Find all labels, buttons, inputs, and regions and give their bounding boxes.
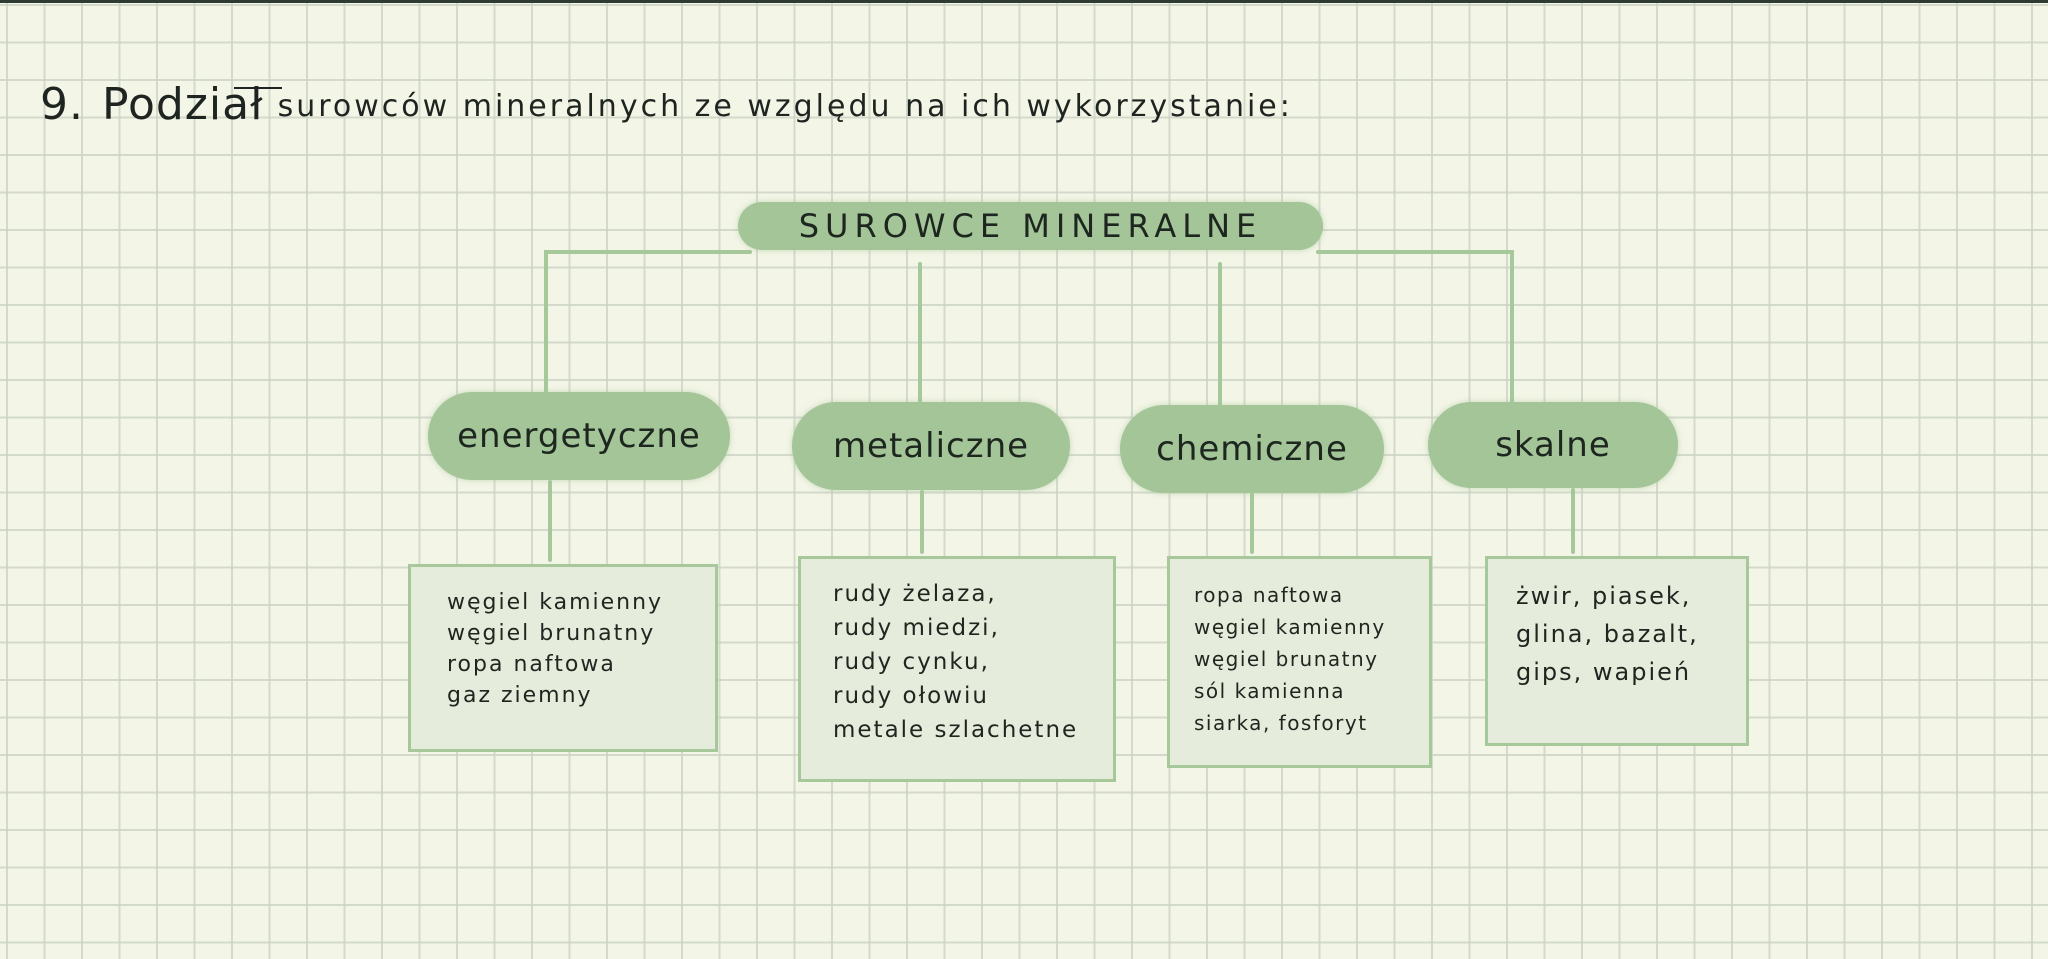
example-item: rudy cynku,	[833, 649, 990, 675]
connector-root-energy	[544, 250, 752, 402]
example-item: sól kamienna	[1194, 679, 1346, 703]
note-heading: 9. Podział surowców mineralnych ze wzglę…	[40, 50, 1293, 130]
category-energetyczne: energetyczne	[428, 392, 730, 480]
top-border	[0, 0, 2048, 3]
example-item: rudy miedzi,	[833, 615, 1000, 641]
category-metaliczne: metaliczne	[792, 402, 1070, 490]
category-chemiczne: chemiczne	[1120, 405, 1384, 493]
example-item: gips, wapień	[1516, 658, 1692, 686]
example-item: żwir, piasek,	[1516, 582, 1692, 610]
heading-first-word: Podział	[101, 79, 282, 130]
example-item: siarka, fosforyt	[1194, 711, 1368, 735]
examples-box-skalne: żwir, piasek, glina, bazalt, gips, wapie…	[1485, 556, 1749, 746]
example-item: węgiel kamienny	[1194, 615, 1386, 639]
example-item: rudy żelaza,	[833, 581, 997, 607]
examples-box-metaliczne: rudy żelaza, rudy miedzi, rudy cynku, ru…	[798, 556, 1116, 782]
example-item: węgiel brunatny	[1194, 647, 1379, 671]
example-item: ropa naftowa	[447, 652, 616, 677]
connector-root-rock	[1316, 250, 1514, 404]
category-skalne: skalne	[1428, 402, 1678, 488]
example-item: rudy ołowiu	[833, 683, 990, 709]
examples-box-chemiczne: ropa naftowa węgiel kamienny węgiel brun…	[1167, 556, 1432, 768]
examples-box-energetyczne: węgiel kamienny węgiel brunatny ropa naf…	[408, 564, 718, 752]
root-node: SUROWCE MINERALNE	[738, 202, 1323, 250]
heading-number: 9.	[40, 79, 84, 130]
example-item: metale szlachetne	[833, 717, 1079, 743]
example-item: gaz ziemny	[447, 683, 593, 708]
example-item: ropa naftowa	[1194, 583, 1344, 607]
heading-text: surowców mineralnych ze względu na ich w…	[277, 89, 1293, 124]
example-item: węgiel kamienny	[447, 590, 664, 615]
example-item: węgiel brunatny	[447, 621, 656, 646]
example-item: glina, bazalt,	[1516, 620, 1699, 648]
